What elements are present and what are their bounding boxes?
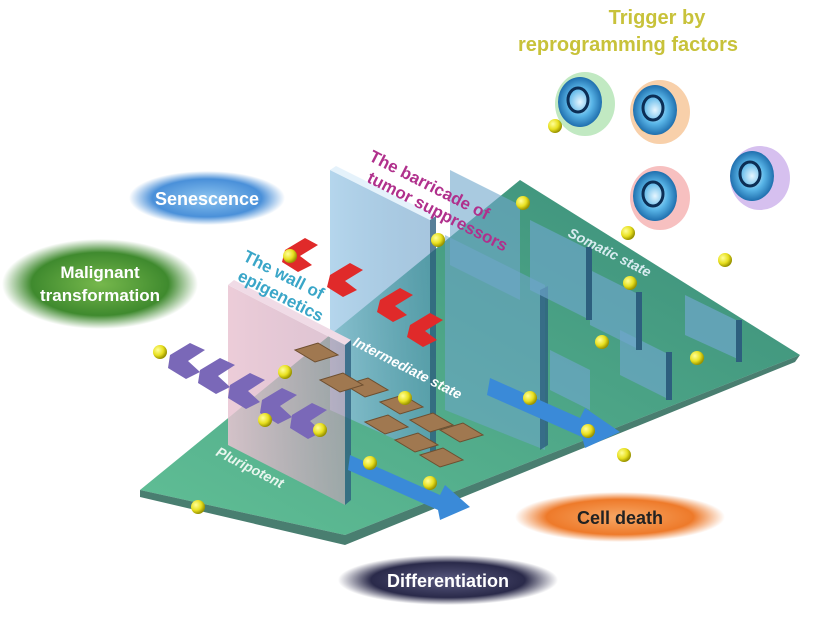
- factor-ring-purple: [730, 146, 790, 210]
- factor-ring-green: [555, 72, 615, 136]
- malignant-label-line2: transformation: [40, 286, 160, 305]
- trigger-title-line1: Trigger by: [609, 7, 707, 29]
- trigger-title-line2: reprogramming factors: [518, 34, 738, 56]
- differentiation-bubble: Differentiation: [338, 555, 558, 605]
- yellow-cells: [153, 118, 732, 514]
- somatic-blocks: [450, 170, 742, 410]
- senescence-label: Senescence: [155, 189, 259, 209]
- malignant-label-line1: Malignant: [60, 263, 140, 282]
- intermediate-blocks: [293, 342, 485, 468]
- cell-death-bubble: Cell death: [515, 492, 725, 542]
- differentiation-arrow: [348, 455, 470, 520]
- cell-death-label: Cell death: [577, 508, 663, 528]
- differentiation-label: Differentiation: [387, 571, 509, 591]
- senescence-bubble: Senescence: [129, 171, 285, 225]
- red-chevrons: [282, 238, 443, 347]
- reprogramming-factors: [555, 72, 790, 230]
- malignant-bubble: Malignant transformation: [2, 239, 198, 329]
- factor-ring-orange: [630, 80, 690, 144]
- factor-ring-red: [630, 166, 690, 230]
